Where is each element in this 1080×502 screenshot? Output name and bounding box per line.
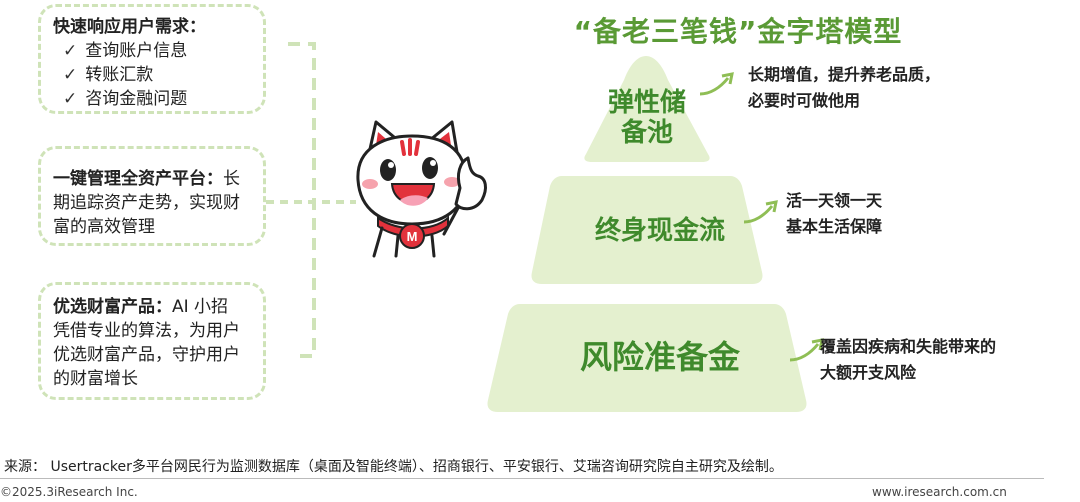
feature-heading: 快速响应用户需求： (53, 17, 206, 37)
list-item: ✓查询账户信息 (63, 41, 188, 61)
list-item: ✓咨询金融问题 (63, 89, 188, 109)
pyramid-tier-top (584, 56, 710, 162)
feature-text: 的财富增长 (53, 369, 138, 389)
tier-note-lifetime-cashflow: 活一天领一天 基本生活保障 (786, 191, 883, 236)
website-link[interactable]: www.iresearch.com.cn (872, 485, 1007, 499)
feature-box-service: 快速响应用户需求： ✓查询账户信息 ✓转账汇款 ✓咨询金融问题 (38, 4, 266, 114)
feature-heading: 优选财富产品： (53, 297, 172, 317)
arrow-icon (743, 200, 778, 224)
pyramid-tier-middle (531, 176, 763, 284)
arrow-icon (699, 72, 734, 96)
check-icon: ✓ (63, 65, 78, 85)
tier-note-risk-reserve: 覆盖因疾病和失能带来的 大额开支风险 (820, 337, 997, 382)
arrow-icon (789, 338, 824, 362)
check-icon: ✓ (63, 89, 78, 109)
connector-bracket (266, 42, 356, 358)
pyramid-tier-bottom (487, 304, 807, 412)
feature-box-asset-platform: 一键管理全资产平台：长 期追踪资产走势，实现财 富的高效管理 (38, 146, 266, 246)
copyright: ©2025.3iResearch Inc. (0, 485, 138, 499)
footer-divider (0, 478, 1044, 479)
feature-box-wealth-products: 优选财富产品：AI 小招 凭借专业的算法，为用户 优选财富产品，守护用户 的财富… (38, 282, 266, 400)
feature-text: 期追踪资产走势，实现财 (53, 193, 240, 213)
tier-label-lifetime-cashflow: 终身现金流 (594, 216, 725, 246)
feature-heading: 一键管理全资产平台： (53, 169, 223, 189)
tier-label-elastic-reserve: 弹性储 备池 (607, 88, 686, 148)
cat-mascot-icon: M (356, 120, 487, 258)
feature-text: 凭借专业的算法，为用户 (53, 321, 240, 341)
pyramid-title: “备老三笔钱”金字塔模型 (573, 15, 903, 48)
feature-text: 长 (223, 169, 240, 189)
mascot-badge: M (407, 229, 418, 244)
pyramid-shapes (487, 56, 807, 412)
tier-label-risk-reserve: 风险准备金 (579, 338, 740, 376)
feature-text: 富的高效管理 (53, 217, 155, 237)
tier-note-elastic-reserve: 长期增值，提升养老品质， 必要时可做他用 (748, 65, 941, 110)
source-note: 来源： Usertracker多平台网民行为监测数据库（桌面及智能终端）、招商银… (4, 459, 783, 475)
feature-text: AI 小招 (172, 297, 229, 317)
feature-text: 优选财富产品，守护用户 (53, 345, 240, 365)
list-item: ✓转账汇款 (63, 65, 154, 85)
check-icon: ✓ (63, 41, 78, 61)
